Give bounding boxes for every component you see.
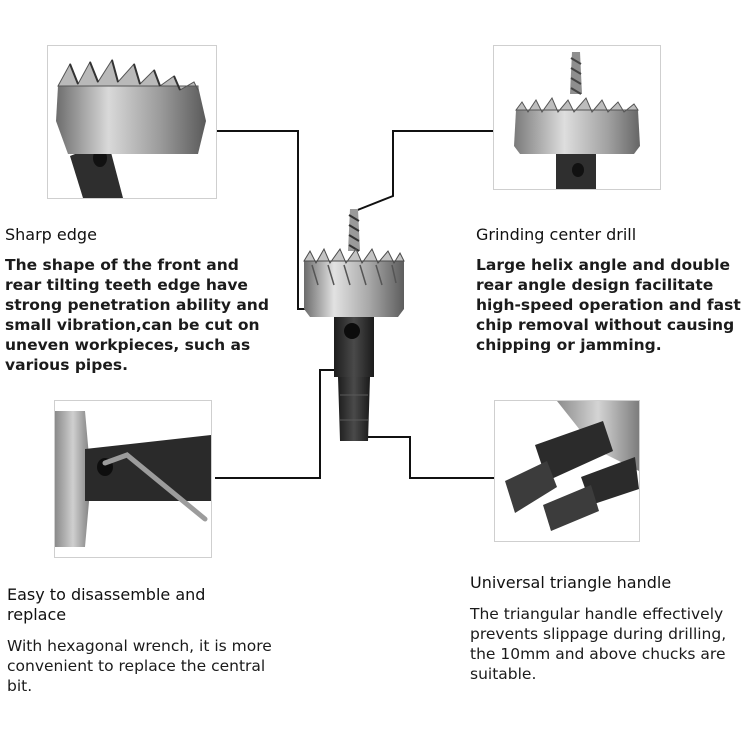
disassemble-description: With hexagonal wrench, it is more conven… (7, 637, 272, 695)
center-drill-image (493, 45, 661, 190)
sharp-edge-image (47, 45, 217, 199)
grinding-drill-description: Large helix angle and double rear angle … (476, 256, 741, 354)
triangle-handle-title: Universal triangle handle (470, 573, 672, 592)
triangle-handle-image (494, 400, 640, 542)
sharp-edge-description: The shape of the front and rear tilting … (5, 256, 269, 374)
hex-wrench-image (54, 400, 212, 558)
disassemble-title: Easy to disassemble and replace (7, 585, 206, 624)
sharp-edge-title: Sharp edge (5, 225, 97, 244)
grinding-drill-title: Grinding center drill (476, 225, 637, 244)
triangle-handle-description: The triangular handle effectively preven… (470, 605, 727, 683)
hole-saw-product-image (303, 209, 405, 441)
